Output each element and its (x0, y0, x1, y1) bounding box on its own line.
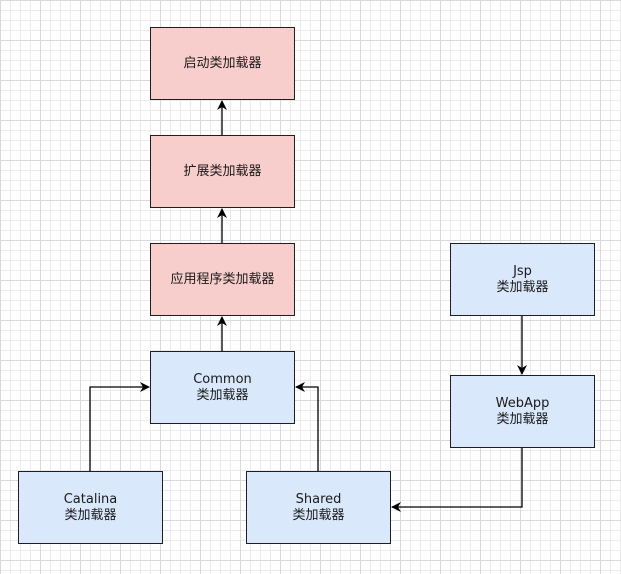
catalina-class-loader-suffix: 类加载器 (64, 507, 117, 523)
webapp-class-loader-node[interactable]: WebApp 类加载器 (450, 375, 595, 448)
jsp-class-loader-node[interactable]: Jsp 类加载器 (450, 243, 595, 316)
webapp-class-loader-name: WebApp (495, 395, 550, 411)
shared-class-loader-name: Shared (295, 491, 342, 507)
edge-shared-to-common (295, 382, 319, 471)
catalina-class-loader-name: Catalina (63, 491, 118, 507)
extension-class-loader-node[interactable]: 扩展类加载器 (150, 135, 295, 208)
application-class-loader-label: 应用程序类加载器 (170, 271, 275, 287)
shared-class-loader-suffix: 类加载器 (292, 507, 345, 523)
catalina-class-loader-node[interactable]: Catalina 类加载器 (18, 471, 163, 544)
extension-class-loader-label: 扩展类加载器 (183, 163, 262, 179)
application-class-loader-node[interactable]: 应用程序类加载器 (150, 243, 295, 316)
common-class-loader-name: Common (193, 371, 252, 387)
bootstrap-class-loader-node[interactable]: 启动类加载器 (150, 27, 295, 100)
bootstrap-class-loader-label: 启动类加载器 (183, 55, 262, 71)
shared-class-loader-node[interactable]: Shared 类加载器 (246, 471, 391, 544)
common-class-loader-suffix: 类加载器 (196, 387, 249, 403)
edge-webapp-to-shared (391, 448, 523, 512)
common-class-loader-node[interactable]: Common 类加载器 (150, 351, 295, 424)
jsp-class-loader-suffix: 类加载器 (496, 279, 549, 295)
webapp-class-loader-suffix: 类加载器 (496, 411, 549, 427)
edge-catalina-to-common (89, 382, 150, 471)
jsp-class-loader-name: Jsp (513, 263, 532, 279)
